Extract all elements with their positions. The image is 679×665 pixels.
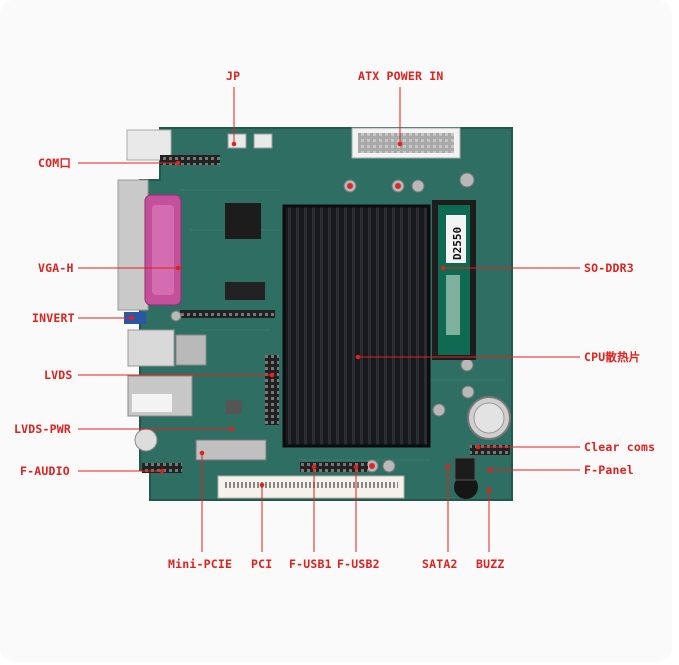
label-sata2: SATA2 (422, 557, 458, 571)
ram-label: D2550 (451, 227, 464, 260)
lvds-pwr-connector (226, 400, 242, 414)
buzzer (454, 475, 478, 499)
label-com: COM口 (38, 156, 72, 170)
pci-slot (217, 475, 405, 499)
io-chip (225, 203, 261, 239)
red-caps (347, 183, 401, 469)
label-f-usb2: F-USB2 (337, 557, 380, 571)
label-mini-pcie: Mini-PCIE (168, 557, 233, 571)
lvds-header (265, 355, 279, 425)
label-pci: PCI (251, 557, 273, 571)
atx-power-connector (351, 127, 461, 159)
audio-jack (134, 428, 158, 452)
label-jp: JP (226, 69, 241, 83)
invert-connector (124, 312, 146, 324)
label-so-ddr3: SO-DDR3 (584, 261, 634, 275)
label-lvds-pwr: LVDS-PWR (14, 422, 71, 436)
lan-port (175, 334, 207, 366)
label-atx-power-in: ATX POWER IN (358, 69, 444, 83)
cpu-heatsink (282, 204, 431, 448)
bios-chip (225, 282, 265, 300)
com-header (160, 155, 220, 165)
usb-port (127, 329, 175, 367)
leader-lines (78, 87, 580, 552)
label-buzz: BUZZ (476, 557, 505, 571)
jp-connector-2 (253, 133, 273, 149)
vga-connector (117, 179, 182, 311)
label-f-panel: F-Panel (584, 463, 634, 477)
invert-header (180, 310, 275, 318)
so-ddr3-slot (432, 200, 476, 360)
sticker (132, 394, 172, 412)
mini-pcie-slot (195, 439, 267, 461)
f-audio-header (142, 463, 182, 473)
label-lvds: LVDS (44, 368, 73, 382)
f-usb1-header (300, 462, 340, 472)
label-f-audio: F-AUDIO (20, 464, 70, 478)
label-f-usb1: F-USB1 (289, 557, 332, 571)
label-vga-h: VGA-H (38, 261, 74, 275)
label-clear-coms: Clear coms (584, 440, 656, 454)
f-panel-header (470, 445, 510, 455)
label-invert: INVERT (32, 311, 75, 325)
label-cpu-heatsink: CPU散热片 (584, 350, 641, 364)
jp-connector-1 (227, 133, 247, 149)
sata2-connector (454, 457, 476, 481)
